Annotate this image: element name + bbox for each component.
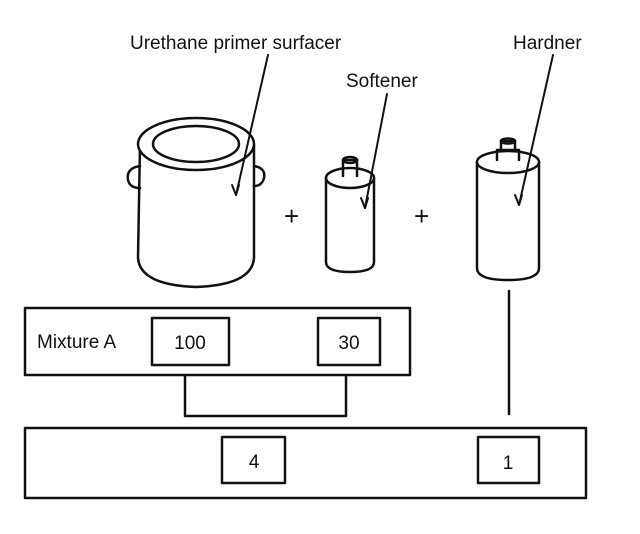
plus-sign: + bbox=[414, 201, 429, 231]
softener-ratio-value: 30 bbox=[338, 333, 359, 354]
leader-lines bbox=[231, 54, 554, 209]
primer-ratio-value: 100 bbox=[174, 333, 206, 354]
mixture-a-ratio-box: 4 bbox=[220, 435, 287, 485]
plus-sign: + bbox=[284, 201, 299, 231]
primer-ratio-box: 100 bbox=[150, 316, 231, 367]
mixture-a-connector bbox=[183, 374, 348, 418]
hardener-ratio-value: 1 bbox=[503, 453, 514, 474]
primer-label: Urethane primer surfacer bbox=[130, 33, 342, 54]
hardener-label: Hardner bbox=[513, 33, 582, 54]
mixture-a-ratio-value: 4 bbox=[249, 452, 260, 473]
primer-can-icon bbox=[126, 116, 266, 289]
softener-bottle-icon bbox=[324, 155, 376, 274]
hardener-ratio-box: 1 bbox=[476, 435, 541, 485]
final-mix-box: 4 1 bbox=[23, 426, 588, 500]
mixture-a-box: Mixture A 100 30 bbox=[23, 306, 412, 377]
hardener-bottle-icon bbox=[475, 137, 541, 282]
mixture-a-label: Mixture A bbox=[37, 332, 117, 353]
softener-ratio-box: 30 bbox=[316, 316, 382, 367]
softener-label: Softener bbox=[346, 71, 418, 92]
